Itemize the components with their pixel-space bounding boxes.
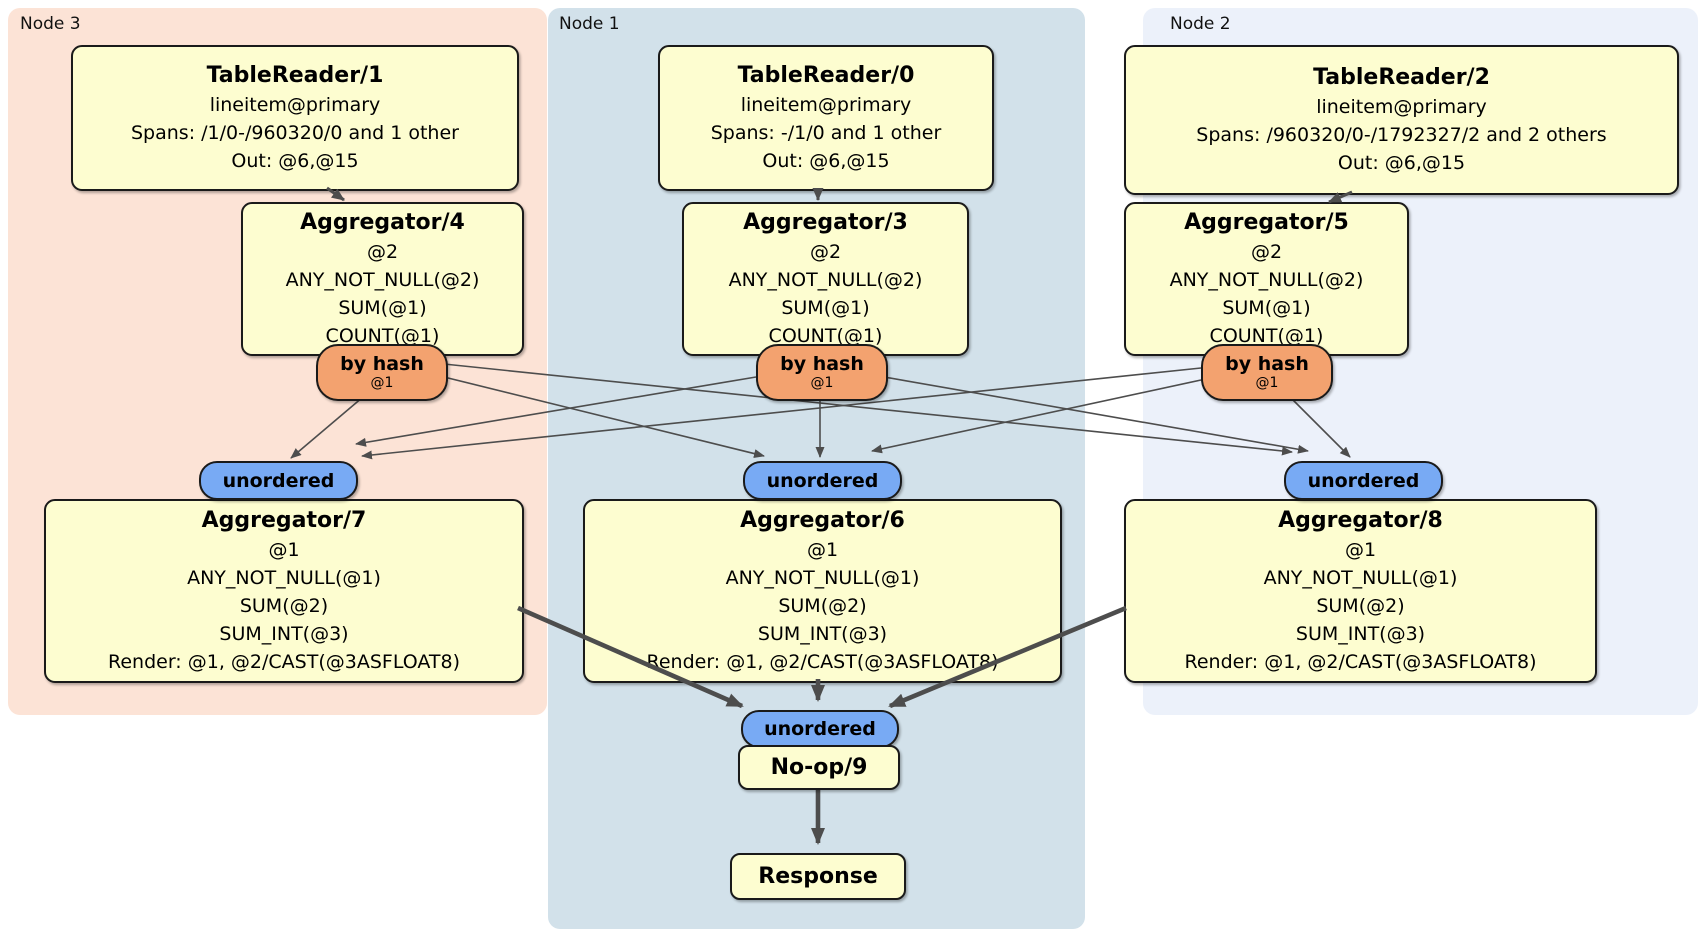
processor-title: Aggregator/8 [1278, 508, 1443, 533]
detail-line: @2 [809, 241, 842, 263]
processor-title: Aggregator/7 [201, 508, 367, 533]
detail-line: SUM(@2) [1316, 595, 1405, 617]
processor-title: Aggregator/4 [300, 210, 465, 235]
detail-line: ANY_NOT_NULL(@2) [1169, 269, 1364, 291]
router-detail: @1 [1255, 374, 1279, 391]
region-node-1-label: Node 1 [559, 14, 620, 34]
detail-line: SUM(@1) [781, 297, 870, 319]
processor-title: Aggregator/5 [1184, 210, 1349, 235]
detail-line: SUM_INT(@3) [757, 623, 888, 645]
processor-noop-9: No-op/9 [738, 745, 900, 790]
router-label: by hash [340, 352, 424, 375]
detail-line: Render: @1, @2/CAST(@3ASFLOAT8) [1184, 651, 1537, 673]
router-by-hash-node1: by hash @1 [756, 344, 888, 401]
detail-line: @2 [1250, 241, 1283, 263]
detail-line: ANY_NOT_NULL(@1) [1263, 567, 1458, 589]
detail-line: lineitem@primary [209, 94, 381, 116]
processor-title: TableReader/2 [1313, 65, 1490, 90]
detail-line: ANY_NOT_NULL(@1) [187, 567, 381, 589]
detail-line: Out: @6,@15 [762, 150, 890, 172]
detail-line: lineitem@primary [740, 94, 912, 116]
detail-line: Render: @1, @2/CAST(@3ASFLOAT8) [108, 651, 460, 673]
detail-line: lineitem@primary [1316, 96, 1487, 118]
region-node-2-label: Node 2 [1170, 14, 1231, 34]
router-by-hash-node3: by hash @1 [316, 344, 448, 401]
router-label: by hash [1225, 352, 1309, 375]
detail-line: COUNT(@1) [1209, 325, 1324, 347]
region-node-3-label: Node 3 [20, 14, 81, 34]
detail-line: Render: @1, @2/CAST(@3ASFLOAT8) [646, 651, 999, 673]
processor-title: TableReader/1 [206, 63, 384, 88]
processor-title: Aggregator/3 [743, 210, 908, 235]
sync-unordered-node3: unordered [199, 461, 358, 500]
router-by-hash-node2: by hash @1 [1201, 344, 1333, 401]
detail-line: @1 [268, 539, 300, 561]
detail-line: Spans: /1/0-/960320/0 and 1 other [131, 122, 459, 144]
sync-unordered-node1: unordered [743, 461, 902, 500]
processor-title: Aggregator/6 [740, 508, 905, 533]
detail-line: ANY_NOT_NULL(@2) [285, 269, 480, 291]
detail-line: @2 [366, 241, 399, 263]
detail-line: ANY_NOT_NULL(@1) [725, 567, 920, 589]
router-detail: @1 [370, 374, 394, 391]
detail-line: SUM(@2) [239, 595, 329, 617]
detail-line: SUM(@2) [778, 595, 867, 617]
detail-line: Spans: -/1/0 and 1 other [710, 122, 942, 144]
processor-response: Response [730, 853, 906, 900]
processor-title: TableReader/0 [737, 63, 915, 88]
detail-line: SUM(@1) [1222, 297, 1311, 319]
router-label: by hash [780, 352, 864, 375]
detail-line: SUM_INT(@3) [219, 623, 349, 645]
detail-line: SUM_INT(@3) [1295, 623, 1426, 645]
detail-line: Out: @6,@15 [1337, 152, 1466, 174]
detail-line: ANY_NOT_NULL(@2) [728, 269, 923, 291]
detail-line: COUNT(@1) [768, 325, 883, 347]
detail-line: SUM(@1) [338, 297, 427, 319]
sync-unordered-final: unordered [741, 710, 899, 748]
detail-line: COUNT(@1) [325, 325, 440, 347]
detail-line: Out: @6,@15 [231, 150, 359, 172]
detail-line: @1 [1344, 539, 1377, 561]
router-detail: @1 [810, 374, 834, 391]
detail-line: @1 [806, 539, 839, 561]
detail-line: Spans: /960320/0-/1792327/2 and 2 others [1196, 124, 1607, 146]
sync-unordered-node2: unordered [1284, 461, 1443, 500]
